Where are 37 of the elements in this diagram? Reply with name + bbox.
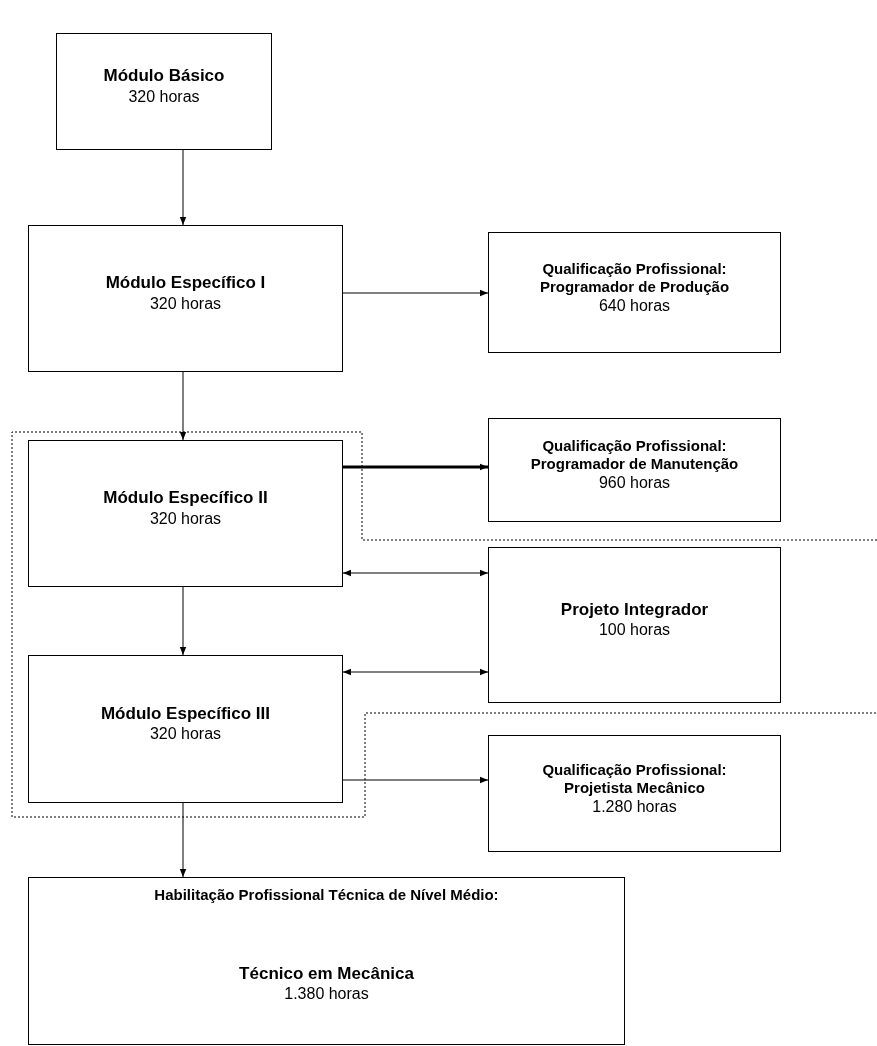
- hours-text: 320 horas: [149, 724, 222, 745]
- hours-text: 1.380 horas: [284, 984, 369, 1005]
- process-box: [28, 877, 625, 1045]
- box-title: Qualificação Profissional: Programador de Produção: [538, 259, 731, 296]
- arrow: [179, 586, 187, 656]
- process-box: [28, 655, 343, 803]
- arrow: [342, 569, 489, 577]
- arrow: [179, 149, 187, 226]
- box-title: Qualificação Profissional: Projetista Mecânico: [541, 760, 728, 797]
- hours-text: 320 horas: [149, 508, 222, 529]
- box-title: Módulo Específico III: [100, 703, 271, 725]
- process-box: [56, 33, 272, 150]
- process-box: [28, 440, 343, 587]
- arrow: [179, 802, 187, 878]
- arrow: [343, 463, 488, 471]
- hours-text: 1.280 horas: [592, 796, 677, 817]
- process-box: [28, 225, 343, 372]
- hours-text: 320 horas: [149, 293, 222, 314]
- process-box: [488, 547, 781, 703]
- box-title: Qualificação Profissional: Programador de Manutenção: [529, 437, 740, 473]
- process-box: [488, 735, 781, 852]
- process-box: [488, 232, 781, 353]
- box-title: Técnico em Mecânica: [239, 964, 414, 985]
- arrow: [179, 371, 187, 441]
- box-title: Módulo Específico I: [105, 273, 266, 294]
- hours-text: 320 horas: [128, 86, 200, 107]
- box-title: Habilitação Profissional Técnica de Nível Médio:: [154, 886, 499, 904]
- box-title: Módulo Específico II: [103, 488, 268, 509]
- arrow: [342, 289, 489, 297]
- process-box: [488, 418, 781, 522]
- box-title: Projeto Integrador: [560, 599, 709, 621]
- hours-text: 100 horas: [598, 620, 671, 641]
- hours-text: 640 horas: [598, 295, 671, 316]
- arrow: [342, 668, 489, 676]
- arrow: [342, 776, 489, 784]
- box-title: Módulo Básico: [103, 66, 225, 87]
- hours-text: 960 horas: [598, 473, 671, 493]
